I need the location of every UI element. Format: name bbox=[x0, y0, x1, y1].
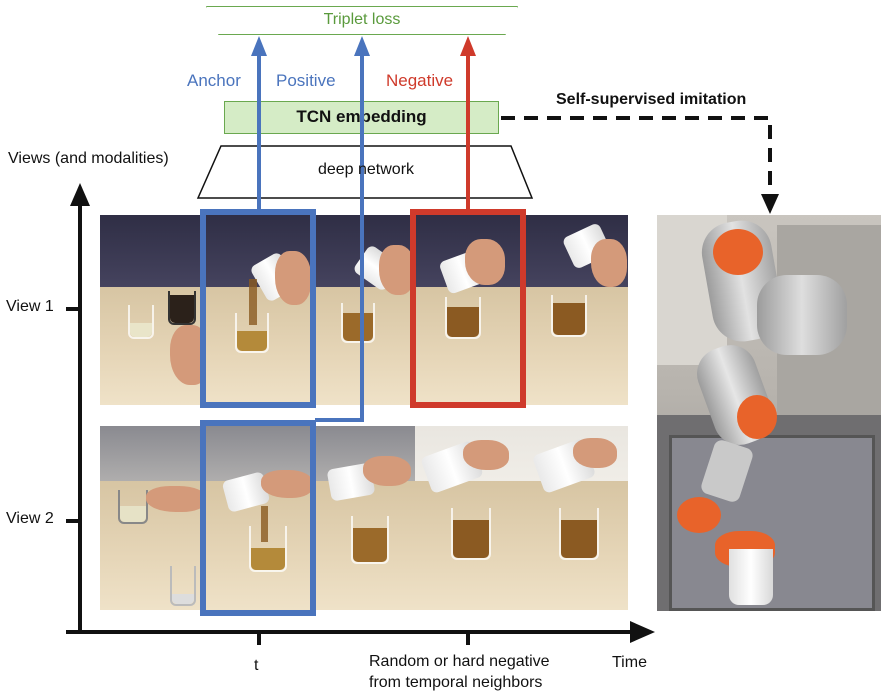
view1-label: View 1 bbox=[6, 298, 54, 315]
triplet-loss-box bbox=[206, 6, 518, 35]
negative-frame-highlight bbox=[410, 209, 526, 408]
view2-frame-5 bbox=[523, 426, 628, 610]
time-label: Time bbox=[612, 654, 647, 671]
negative-label: Negative bbox=[386, 71, 454, 90]
view2-frame-2 bbox=[205, 426, 313, 610]
deep-network-box bbox=[196, 145, 534, 199]
view2-frame-4 bbox=[415, 426, 523, 610]
positive-label: Positive bbox=[276, 71, 336, 90]
negative-source-label-line2: from temporal neighbors bbox=[369, 674, 543, 691]
view1-frame-5 bbox=[523, 215, 628, 405]
view1-frame-2 bbox=[205, 215, 313, 405]
positive-connector bbox=[315, 52, 364, 422]
positive-frame-highlight bbox=[200, 420, 316, 616]
view2-label: View 2 bbox=[6, 510, 54, 527]
y-axis-label: Views (and modalities) bbox=[8, 150, 169, 167]
view1-frame-4 bbox=[415, 215, 523, 405]
up-arrow-icon bbox=[251, 36, 267, 56]
self-supervised-imitation-label: Self-supervised imitation bbox=[556, 91, 747, 108]
deep-network-label-front: deep network bbox=[317, 161, 415, 178]
triplet-loss-label: Triplet loss bbox=[323, 11, 401, 28]
view2-frame-3 bbox=[313, 426, 415, 610]
right-arrow-icon bbox=[630, 621, 655, 643]
up-arrow-icon bbox=[460, 36, 476, 56]
view1-frame-1 bbox=[100, 215, 205, 405]
anchor-frame-highlight bbox=[200, 209, 316, 408]
up-arrow-icon bbox=[70, 183, 90, 206]
anchor-label: Anchor bbox=[187, 71, 241, 90]
down-arrow-icon bbox=[761, 194, 779, 214]
view2-frame-1 bbox=[100, 426, 205, 610]
up-arrow-icon bbox=[354, 36, 370, 56]
robot-photo bbox=[657, 215, 881, 611]
negative-source-label-line1: Random or hard negative bbox=[369, 653, 550, 670]
imitation-dashed-connector bbox=[501, 116, 772, 198]
t-label: t bbox=[254, 657, 259, 674]
